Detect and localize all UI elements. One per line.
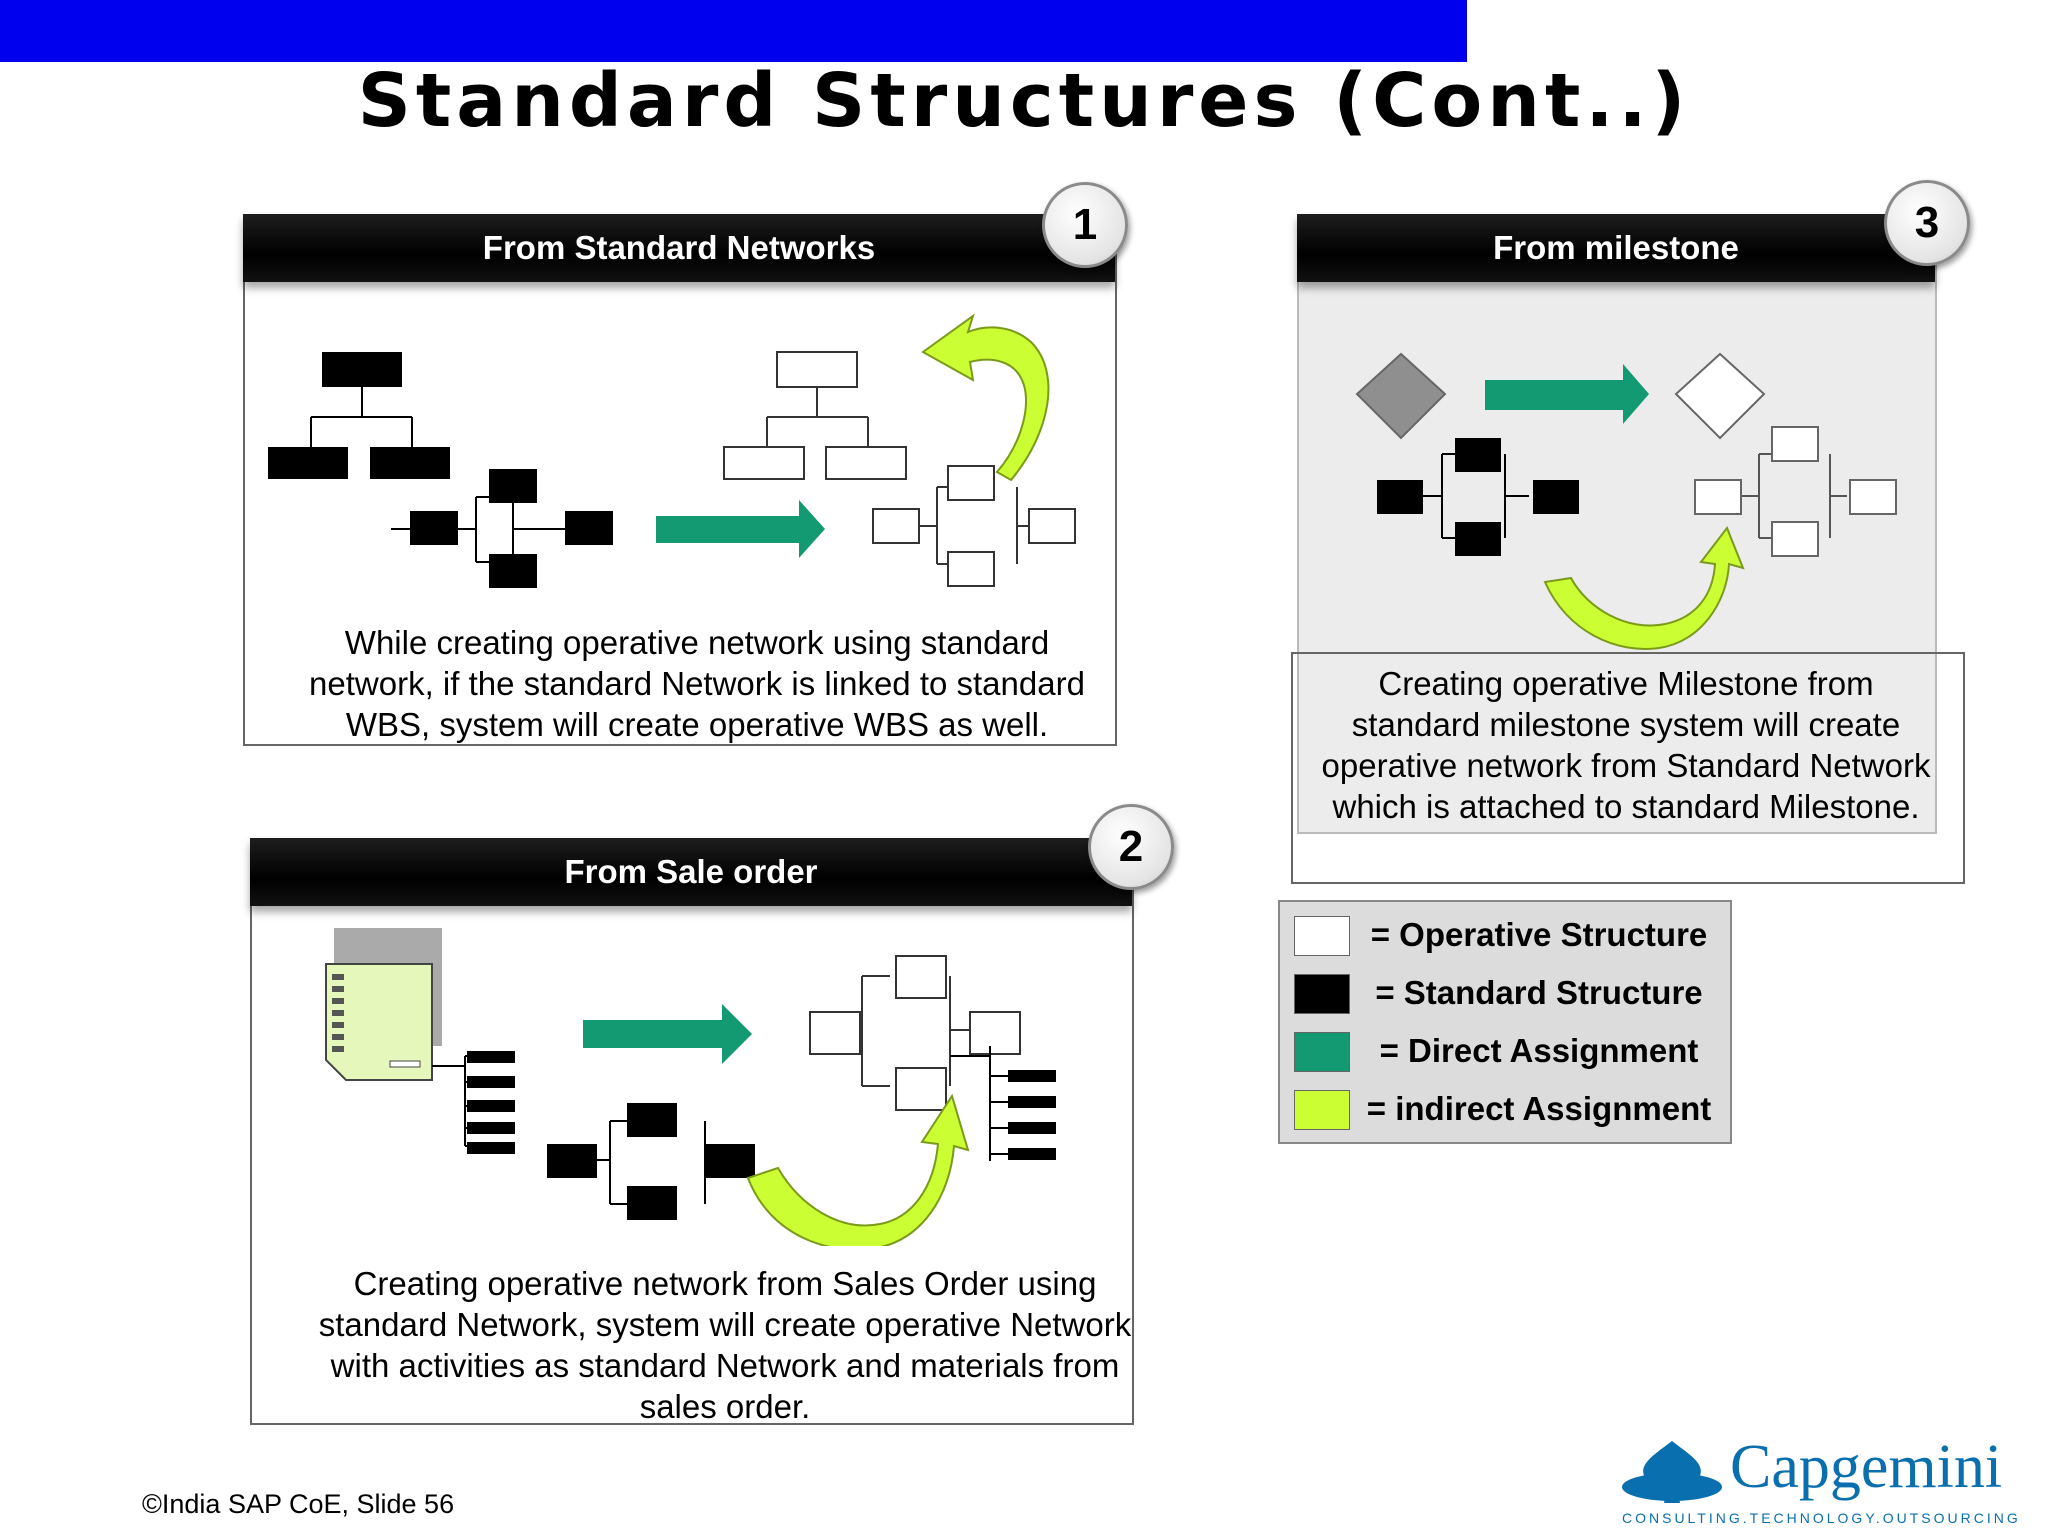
- capgemini-logo: Capgemini CONSULTING.TECHNOLOGY.OUTSOURC…: [1622, 1433, 2020, 1526]
- standard-network-node: [705, 1144, 755, 1178]
- indirect-assignment-arrow: [746, 1093, 970, 1246]
- panel-sale-order-description: Creating operative network from Sales Or…: [318, 1265, 1132, 1425]
- operative-network-node: [895, 955, 947, 999]
- operative-network-node: [809, 1011, 861, 1055]
- operative-network-node: [947, 465, 995, 501]
- legend-swatch-standard: [1294, 974, 1350, 1014]
- material-item: [467, 1076, 515, 1088]
- sales-order-document-field: [389, 1060, 421, 1068]
- operative-network-links: [909, 486, 1029, 565]
- direct-assignment-arrow: [656, 500, 825, 558]
- standard-network-node: [547, 1144, 597, 1178]
- standard-wbs-node: [322, 352, 402, 387]
- material-item: [1008, 1070, 1056, 1082]
- slide-footer: ©India SAP CoE, Slide 56: [142, 1489, 455, 1519]
- capgemini-wordmark: Capgemini: [1730, 1433, 2002, 1501]
- legend-item-operative: = Operative Structure: [1294, 914, 1724, 956]
- legend-label-operative: = Operative Structure: [1370, 916, 1708, 953]
- material-item: [467, 1122, 515, 1134]
- slide-title: Standard Structures (Cont..): [357, 58, 1691, 144]
- panel-sale-order-header: From Sale order: [250, 838, 1132, 906]
- standard-wbs-hierarchy: [310, 387, 413, 447]
- operative-network-node: [872, 508, 920, 544]
- standard-network-node: [565, 511, 613, 545]
- milestone-diagram: [1355, 352, 1897, 650]
- operative-wbs-node: [723, 446, 805, 480]
- panel-milestone-title: From milestone: [1493, 229, 1739, 266]
- badge-3: 3: [1884, 180, 1970, 266]
- operative-network-node: [1771, 426, 1819, 462]
- legend-item-standard: = Standard Structure: [1294, 972, 1724, 1014]
- operative-network-node: [895, 1067, 947, 1111]
- sale-order-diagram: [325, 928, 1056, 1246]
- legend-label-standard: = Standard Structure: [1375, 974, 1703, 1011]
- capgemini-tagline: CONSULTING.TECHNOLOGY.OUTSOURCING: [1622, 1510, 2020, 1526]
- standard-network-node: [627, 1103, 677, 1137]
- standard-network-node: [489, 554, 537, 588]
- indirect-assignment-arrow: [921, 313, 1050, 482]
- badge-2: 2: [1088, 804, 1174, 890]
- standard-network-node: [627, 1186, 677, 1220]
- operative-network-node: [947, 551, 995, 587]
- material-item: [1008, 1096, 1056, 1108]
- legend-label-direct: = Direct Assignment: [1379, 1032, 1699, 1069]
- standard-network-node: [1455, 438, 1501, 472]
- material-item: [467, 1142, 515, 1154]
- top-accent-bar: [0, 0, 1467, 62]
- material-item: [467, 1100, 515, 1112]
- operative-wbs-node: [776, 351, 858, 388]
- material-item: [467, 1051, 515, 1063]
- standard-wbs-node: [268, 447, 348, 479]
- panel-sale-order-title: From Sale order: [564, 853, 818, 890]
- standard-network-node: [1377, 480, 1423, 514]
- legend-swatch-operative: [1294, 916, 1350, 956]
- material-item: [1008, 1122, 1056, 1134]
- material-item: [1008, 1148, 1056, 1160]
- operative-milestone-diamond: [1674, 352, 1766, 440]
- operative-network-node: [1694, 479, 1742, 515]
- panel-standard-networks-header: From Standard Networks: [243, 214, 1115, 282]
- sales-order-document-lines: [332, 974, 344, 1052]
- standard-network-node: [410, 511, 458, 545]
- panel-standard-networks-title: From Standard Networks: [482, 229, 876, 266]
- operative-wbs-hierarchy: [766, 387, 869, 447]
- operative-network-node: [1849, 479, 1897, 515]
- operative-material-links: [950, 1046, 1010, 1161]
- standard-milestone-diamond: [1355, 352, 1447, 440]
- legend-swatch-indirect: [1294, 1090, 1350, 1130]
- panel-milestone-text-box: [1291, 652, 1965, 884]
- legend-swatch-direct: [1294, 1032, 1350, 1072]
- standard-wbs-node: [370, 447, 450, 479]
- legend-item-indirect: = indirect Assignment: [1294, 1088, 1724, 1130]
- capgemini-spade-icon: [1622, 1441, 1722, 1503]
- standard-networks-diagram: [268, 313, 1076, 588]
- legend-label-indirect: = indirect Assignment: [1366, 1090, 1712, 1127]
- standard-network-node: [489, 469, 537, 503]
- operative-network-node: [1771, 521, 1819, 557]
- operative-network-node: [969, 1011, 1021, 1055]
- operative-wbs-node: [825, 446, 907, 480]
- direct-assignment-arrow: [1485, 364, 1649, 424]
- standard-network-node: [1533, 480, 1579, 514]
- panel-milestone-description: Creating operative Milestone from standa…: [1321, 665, 1931, 825]
- panel-milestone-header: From milestone: [1297, 214, 1935, 282]
- panel-standard-networks-description: While creating operative network using s…: [309, 624, 1085, 743]
- legend: = Operative Structure = Standard Structu…: [1278, 900, 1732, 1144]
- operative-network-node: [1028, 508, 1076, 544]
- sales-order-document: [325, 963, 433, 1081]
- badge-1: 1: [1042, 182, 1128, 268]
- legend-item-direct: = Direct Assignment: [1294, 1030, 1724, 1072]
- direct-assignment-arrow: [583, 1004, 752, 1064]
- standard-network-node: [1455, 522, 1501, 556]
- indirect-assignment-arrow: [1543, 525, 1745, 650]
